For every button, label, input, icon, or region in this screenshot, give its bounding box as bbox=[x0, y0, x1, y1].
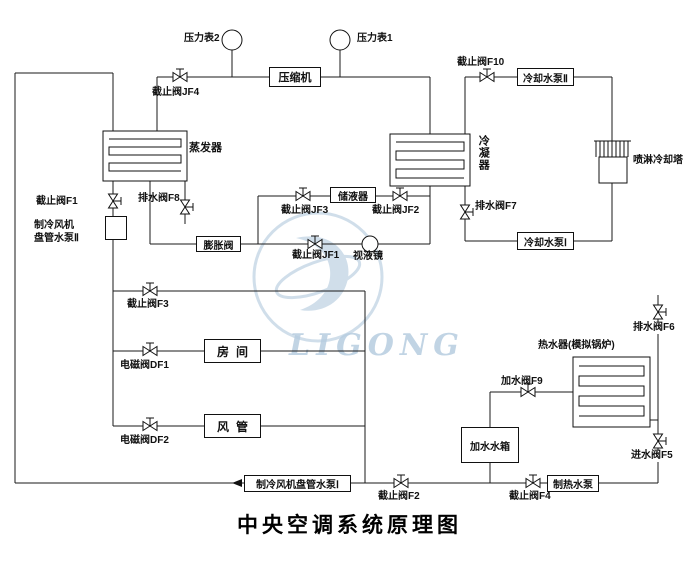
sight-glass-icon bbox=[361, 235, 379, 253]
label-valve-f8: 排水阀F8 bbox=[138, 193, 180, 204]
label-valve-f5: 进水阀F5 bbox=[630, 450, 674, 462]
label-valve-f1: 截止阀F1 bbox=[36, 196, 78, 207]
diagram-title: 中央空调系统原理图 bbox=[237, 514, 462, 537]
cooling-pump-1-box: 冷却水泵Ⅰ bbox=[517, 232, 574, 250]
fan-coil-pump-2-box bbox=[105, 216, 127, 240]
valve-f8-icon bbox=[180, 199, 194, 215]
label-spray-cooling-tower: 喷淋冷却塔 bbox=[633, 155, 683, 166]
cooling-pump-2-box: 冷却水泵Ⅱ bbox=[517, 68, 574, 86]
label-pressure-gauge-1: 压力表1 bbox=[357, 33, 393, 44]
water-heater-coil bbox=[572, 356, 651, 428]
valve-f7-icon bbox=[460, 204, 474, 220]
room-box: 房间 bbox=[204, 339, 261, 363]
label-valve-f7: 排水阀F7 bbox=[475, 201, 517, 212]
chilled-water-lines bbox=[14, 72, 366, 484]
pressure-gauge-2-icon bbox=[221, 29, 243, 51]
cooling-tower-icon bbox=[594, 140, 631, 184]
label-valve-jf1: 截止阀JF1 bbox=[292, 250, 340, 261]
label-fan-coil-pump-2: 制冷风机 盘管水泵Ⅱ bbox=[34, 220, 79, 244]
label-valve-f6: 排水阀F6 bbox=[632, 322, 676, 334]
condenser-coil bbox=[389, 133, 471, 187]
label-water-heater: 热水器(模拟锅炉) bbox=[538, 340, 615, 351]
label-valve-f10: 截止阀F10 bbox=[457, 57, 505, 68]
valve-f10-icon bbox=[479, 68, 495, 82]
valve-f1-icon bbox=[108, 193, 122, 209]
label-evaporator: 蒸发器 bbox=[189, 142, 222, 154]
label-condenser: 冷凝器 bbox=[477, 135, 490, 171]
heating-pump-box: 制热水泵 bbox=[547, 475, 599, 492]
pressure-gauge-1-icon bbox=[329, 29, 351, 51]
valve-jf2-icon bbox=[392, 187, 408, 201]
label-valve-df1: 电磁阀DF1 bbox=[120, 360, 169, 371]
flow-arrow-icon bbox=[232, 479, 242, 487]
receiver-box: 储液器 bbox=[330, 187, 376, 203]
valve-df1-icon bbox=[142, 342, 158, 356]
label-valve-f2: 截止阀F2 bbox=[378, 491, 420, 502]
watermark-text: LIGONG bbox=[289, 328, 465, 363]
evaporator-coil bbox=[102, 130, 188, 182]
valve-jf3-icon bbox=[295, 187, 311, 201]
valve-jf1-icon bbox=[307, 235, 323, 249]
water-tank-box: 加水水箱 bbox=[461, 427, 519, 463]
valve-f6-icon bbox=[653, 304, 667, 320]
label-valve-f3: 截止阀F3 bbox=[127, 299, 169, 310]
label-sight-glass: 视液镜 bbox=[353, 251, 383, 262]
label-valve-jf4: 截止阀JF4 bbox=[152, 87, 200, 98]
label-pressure-gauge-2: 压力表2 bbox=[184, 33, 220, 44]
label-valve-f4: 截止阀F4 bbox=[509, 491, 551, 502]
air-duct-box: 风管 bbox=[204, 414, 261, 438]
valve-f2-icon bbox=[393, 474, 409, 488]
expansion-valve-box: 膨胀阀 bbox=[196, 236, 241, 252]
compressor-box: 压缩机 bbox=[269, 67, 321, 87]
label-valve-df2: 电磁阀DF2 bbox=[120, 435, 169, 446]
valve-f3-icon bbox=[142, 282, 158, 296]
hot-water-lines bbox=[351, 295, 659, 484]
valve-jf4-icon bbox=[172, 68, 188, 82]
valve-f4-icon bbox=[525, 474, 541, 488]
label-valve-jf3: 截止阀JF3 bbox=[281, 205, 329, 216]
valve-df2-icon bbox=[142, 417, 158, 431]
label-valve-jf2: 截止阀JF2 bbox=[372, 205, 420, 216]
valve-f5-icon bbox=[653, 433, 667, 449]
fan-coil-pump-1-box: 制冷风机盘管水泵Ⅰ bbox=[244, 475, 351, 492]
label-valve-f9: 加水阀F9 bbox=[501, 376, 543, 387]
